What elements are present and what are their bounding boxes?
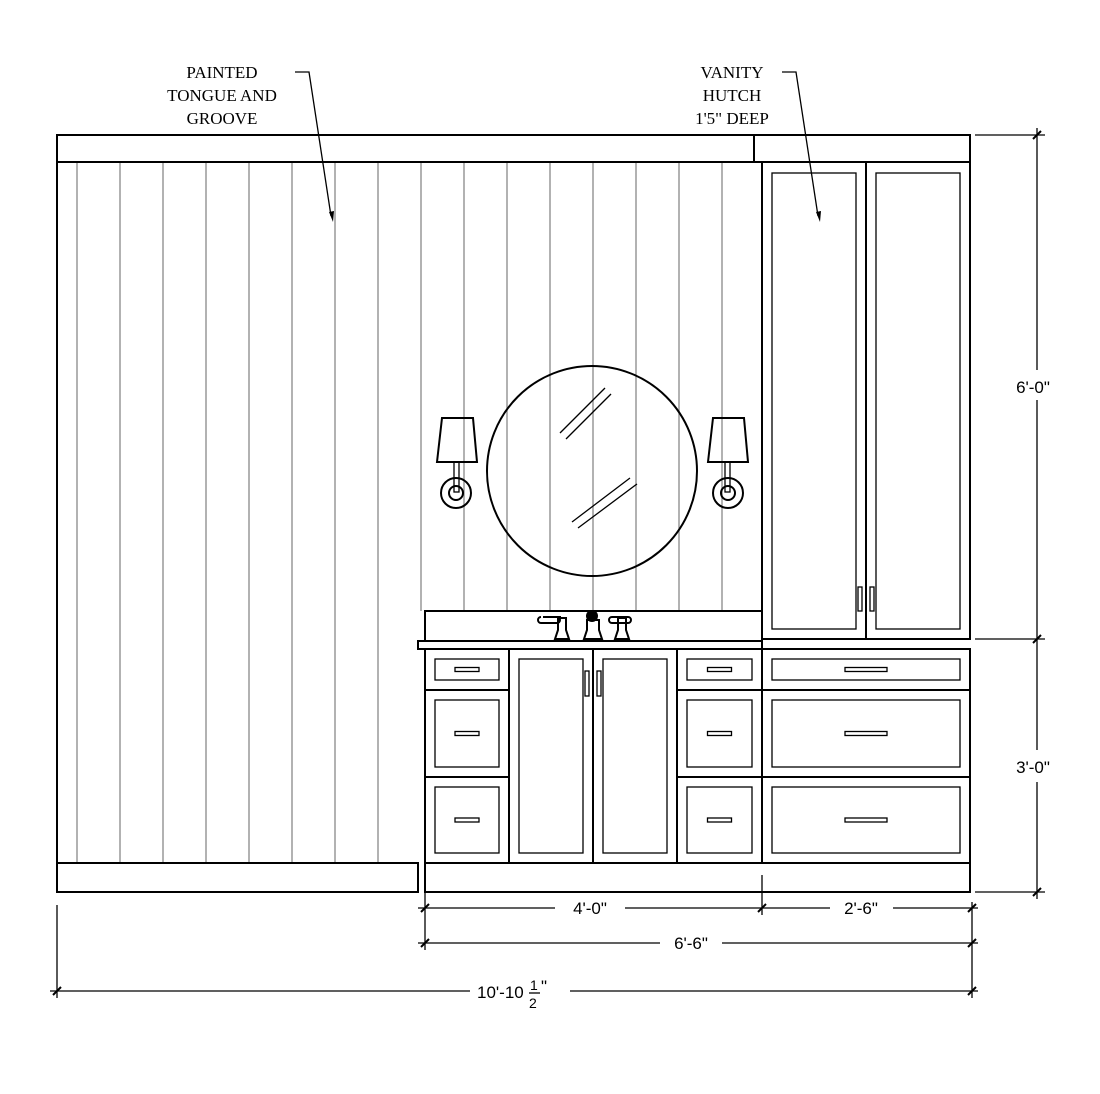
svg-text:10'-10: 10'-10 — [477, 983, 524, 1002]
hutch-door-left — [771, 172, 857, 630]
dim-vanity-width: 4'-0" — [573, 899, 607, 918]
vanity-door-left — [518, 658, 584, 854]
handle-icon — [869, 586, 875, 612]
svg-text:1: 1 — [530, 977, 538, 993]
annotation-hutch: VANITY HUTCH 1'5" DEEP — [695, 63, 821, 222]
svg-text:": " — [541, 977, 547, 996]
drawer-front — [771, 786, 961, 854]
dim-cabinet-total: 6'-6" — [674, 934, 708, 953]
drawer-front — [434, 658, 500, 681]
drawer-front — [686, 699, 753, 768]
drawer-front — [434, 699, 500, 768]
svg-text:1'5" DEEP: 1'5" DEEP — [695, 109, 769, 128]
round-mirror — [486, 365, 698, 577]
annotation-wall-finish: PAINTED TONGUE AND GROOVE — [167, 63, 334, 222]
svg-text:2: 2 — [529, 995, 537, 1011]
hutch-door-right — [875, 172, 961, 630]
dim-upper-height: 6'-0" — [1016, 378, 1050, 397]
sconce-right — [706, 417, 750, 509]
svg-text:HUTCH: HUTCH — [703, 86, 762, 105]
svg-text:TONGUE AND: TONGUE AND — [167, 86, 277, 105]
drawer-pull-icon — [844, 730, 888, 737]
drawer-front — [686, 658, 753, 681]
base-cabinets — [424, 648, 971, 893]
drawer-pull-icon — [844, 817, 888, 823]
baseboard — [56, 862, 419, 893]
svg-text:GROOVE: GROOVE — [187, 109, 258, 128]
drawer-front — [771, 658, 961, 681]
drawer-front — [434, 786, 500, 854]
tongue-groove-boards — [76, 162, 723, 863]
vanity-door-right — [602, 658, 668, 854]
drawer-pull-icon — [454, 666, 480, 673]
wall-outline — [56, 134, 971, 893]
drawer-pull-icon — [706, 666, 733, 673]
svg-text:VANITY: VANITY — [701, 63, 764, 82]
sconce-left — [435, 417, 479, 509]
dimension-lines — [50, 128, 1045, 998]
handle-icon — [857, 586, 863, 612]
drawer-pull-icon — [844, 666, 888, 673]
drawer-pull-icon — [454, 730, 480, 737]
drawer-pull-icon — [706, 817, 733, 823]
dim-wall-total: 10'-10 1 2 " — [477, 977, 547, 1011]
svg-text:PAINTED: PAINTED — [186, 63, 257, 82]
drawer-pull-icon — [706, 730, 733, 737]
vanity-hutch — [761, 161, 971, 640]
faucet-icon — [537, 610, 632, 640]
dim-hutch-width: 2'-6" — [844, 899, 878, 918]
handle-icon — [596, 670, 602, 697]
drawer-front — [771, 699, 961, 768]
toe-kick — [424, 862, 971, 893]
dim-lower-height: 3'-0" — [1016, 758, 1050, 777]
handle-icon — [584, 670, 590, 697]
drawer-front — [686, 786, 753, 854]
drawer-pull-icon — [454, 817, 480, 823]
crown-trim — [56, 134, 971, 163]
